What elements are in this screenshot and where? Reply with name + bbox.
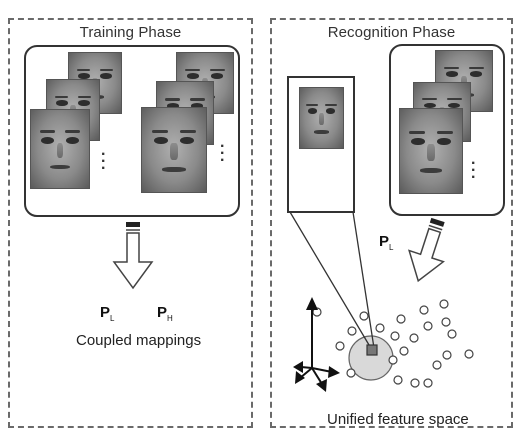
unified-feature-space-caption: Unified feature space bbox=[327, 411, 469, 428]
feature-point bbox=[359, 311, 369, 321]
training-phase-title: Training Phase bbox=[79, 24, 182, 41]
feature-point bbox=[346, 368, 356, 378]
feature-point bbox=[423, 321, 433, 331]
feature-point bbox=[432, 360, 442, 370]
feature-point bbox=[399, 346, 409, 356]
feature-point bbox=[390, 331, 400, 341]
gallery-points bbox=[312, 299, 474, 388]
projection-symbol: PL bbox=[379, 233, 394, 252]
face-image bbox=[141, 107, 207, 193]
recognition-phase-title: Recognition Phase bbox=[327, 24, 456, 41]
feature-point bbox=[335, 341, 345, 351]
feature-point bbox=[375, 323, 385, 333]
feature-point bbox=[447, 329, 457, 339]
ellipsis-icon: ... bbox=[471, 151, 476, 182]
training-phase-panel: Training Phase bbox=[8, 18, 253, 428]
ellipsis-icon: ... bbox=[101, 142, 106, 173]
axes-icon bbox=[293, 297, 340, 392]
cluster-region bbox=[348, 335, 394, 381]
mapping-symbol-l: PL bbox=[100, 304, 115, 323]
projection-line bbox=[352, 211, 375, 349]
feature-point bbox=[396, 314, 406, 324]
recognition-phase-panel: Recognition Phase bbox=[270, 18, 513, 428]
face-image bbox=[299, 87, 344, 149]
feature-point bbox=[439, 299, 449, 309]
training-image-box: ... ... bbox=[24, 45, 240, 217]
face-image bbox=[399, 108, 463, 194]
recognition-projection-arrow bbox=[408, 217, 445, 283]
feature-point bbox=[388, 355, 398, 365]
training-down-arrow bbox=[112, 222, 154, 290]
feature-point bbox=[442, 350, 452, 360]
feature-point bbox=[464, 349, 474, 359]
gallery-image-box: ... bbox=[389, 44, 505, 216]
feature-point bbox=[347, 326, 357, 336]
feature-point bbox=[419, 305, 429, 315]
ellipsis-icon: ... bbox=[220, 134, 225, 165]
mapping-symbol-h: PH bbox=[157, 304, 173, 323]
feature-point bbox=[441, 317, 451, 327]
feature-point bbox=[393, 375, 403, 385]
feature-point bbox=[410, 378, 420, 388]
feature-point bbox=[423, 378, 433, 388]
face-image bbox=[30, 109, 90, 189]
feature-point bbox=[409, 333, 419, 343]
query-point bbox=[366, 344, 378, 356]
coupled-mappings-caption: Coupled mappings bbox=[76, 332, 202, 349]
query-image-box bbox=[287, 76, 355, 213]
projection-line bbox=[289, 211, 373, 351]
